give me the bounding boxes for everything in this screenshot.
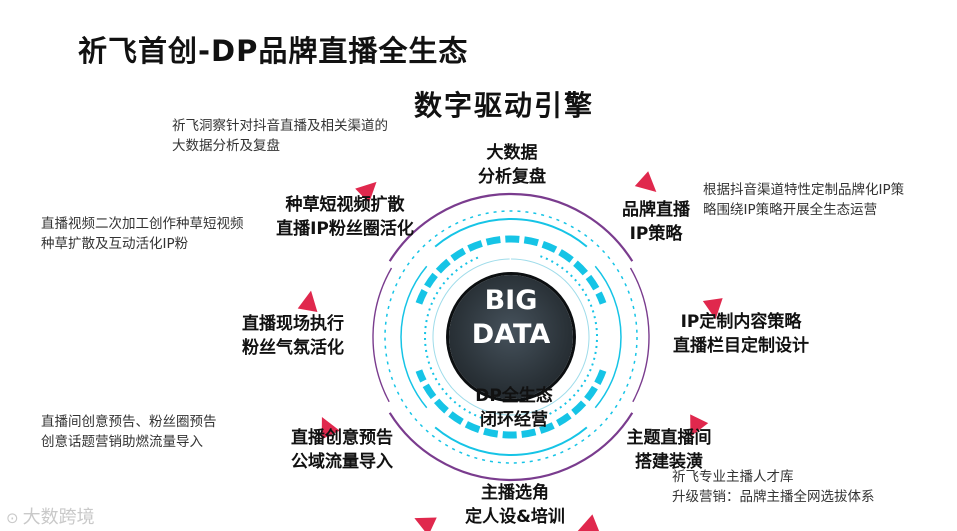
cycle-arrow-icon bbox=[634, 171, 657, 193]
cycle-arrow-icon bbox=[414, 517, 437, 531]
cyan-dotted-arc bbox=[423, 255, 482, 419]
cyan-segment-ring bbox=[415, 369, 607, 439]
cyan-ring-arc bbox=[434, 426, 588, 456]
note-host-talent: 祈飞专业主播人才库升级营销：品牌主播全网选拔体系 bbox=[672, 469, 875, 505]
stage-theme-live-room: 主题直播间搭建装潢 bbox=[626, 428, 712, 472]
outer-ring-arc bbox=[629, 267, 650, 403]
note-short-video: 直播视频二次加工创作种草短视频种草扩散及互动活化IP粉 bbox=[41, 216, 244, 252]
diagram-subtitle: 数字驱动引擎 bbox=[414, 89, 595, 122]
stage-creative-preview: 直播创意预告公域流量导入 bbox=[291, 428, 393, 472]
cycle-arrow-icon bbox=[321, 416, 340, 440]
watermark-logo: ⊙大数跨境 bbox=[6, 507, 95, 528]
outer-ring-arc bbox=[388, 412, 634, 482]
core-label: DP全生态 闭环经营 bbox=[475, 386, 553, 430]
cyan-ring-arc bbox=[594, 265, 622, 409]
stage-ip-content-strategy: IP定制内容策略直播栏目定制设计 bbox=[673, 312, 809, 356]
inner-ring bbox=[432, 258, 590, 416]
cycle-arrow-icon bbox=[690, 414, 709, 437]
page-title: 祈飞首创-DP品牌直播全生态 bbox=[78, 34, 469, 68]
cyan-segment-ring bbox=[415, 235, 607, 305]
stage-host-casting: 主播选角定人设&培训 bbox=[465, 483, 565, 527]
cycle-arrow-icon bbox=[702, 298, 723, 320]
cycle-arrow-icon bbox=[297, 290, 318, 313]
watermark-mark-icon: ⊙ bbox=[6, 509, 19, 527]
cyan-dotted-ring bbox=[384, 210, 638, 464]
note-big-data-review: 祈飞洞察针对抖音直播及相关渠道的大数据分析及复盘 bbox=[172, 118, 388, 154]
big-data-core-circle bbox=[449, 275, 573, 399]
outer-ring-arc bbox=[372, 267, 393, 403]
outer-ring-arc bbox=[388, 192, 634, 262]
cyan-dotted-arc bbox=[540, 255, 599, 419]
stage-live-execution: 直播现场执行粉丝气氛活化 bbox=[242, 314, 344, 358]
cyan-ring-arc bbox=[434, 218, 588, 248]
cycle-arrow-icon bbox=[355, 181, 377, 203]
stage-big-data-analysis: 大数据分析复盘 bbox=[478, 143, 546, 187]
note-creative-preview: 直播间创意预告、粉丝圈预告创意话题营销助燃流量导入 bbox=[41, 414, 217, 450]
stage-short-video-spread: 种草短视频扩散直播IP粉丝圈活化 bbox=[276, 195, 414, 239]
note-ip-strategy: 根据抖音渠道特性定制品牌化IP策略围绕IP策略开展全生态运营 bbox=[703, 182, 905, 218]
cycle-arrow-icon bbox=[577, 514, 600, 531]
big-data-label: BIG DATA bbox=[471, 285, 551, 350]
cyan-ring-arc bbox=[400, 265, 428, 409]
